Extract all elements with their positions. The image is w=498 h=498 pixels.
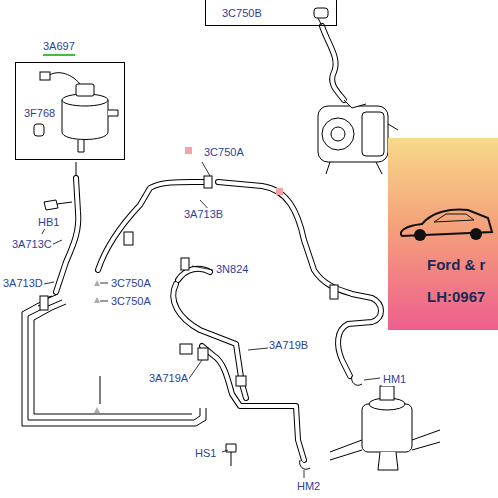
part-number: 3A713B	[183, 208, 224, 221]
advert-panel: Ford & r LH:0967	[388, 138, 498, 330]
part-number: 3A719B	[268, 339, 309, 352]
part-number: 3A713D	[2, 277, 44, 290]
part-box: 3C750B	[205, 0, 337, 26]
fastener-callout: HB1	[37, 216, 60, 229]
part-number: 3C750B	[222, 7, 262, 20]
part-number: 3F768	[24, 107, 55, 120]
part-number: 3C750A	[110, 277, 152, 290]
part-number: 3C750A	[110, 295, 152, 308]
part-number: 3C750A	[203, 146, 245, 159]
fastener-callout: HS1	[194, 447, 217, 460]
part-number-heading: 3A697	[43, 40, 75, 56]
part-number: 3A713C	[11, 238, 53, 251]
fastener-callout: HM1	[382, 373, 407, 386]
part-number: 3A719A	[148, 372, 189, 385]
part-number: LH:0967	[427, 288, 485, 306]
part-number: Ford & r	[427, 256, 485, 274]
fastener-callout: HM2	[296, 480, 321, 493]
reservoir-box: 3A6973F768	[15, 62, 125, 160]
part-number: 3N824	[215, 263, 249, 276]
